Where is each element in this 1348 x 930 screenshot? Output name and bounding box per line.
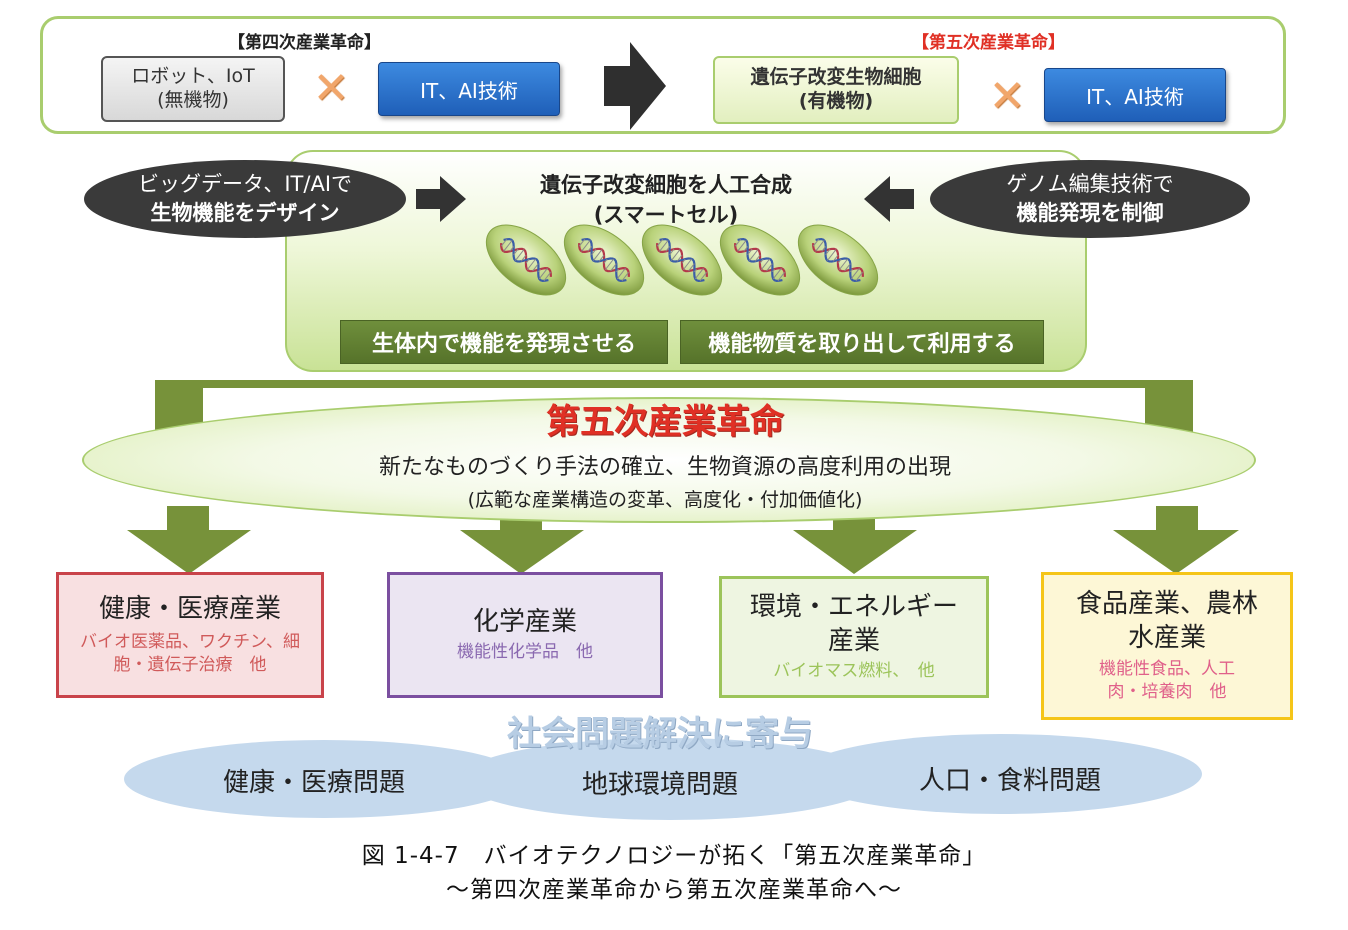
fourth-revolution-title: 【第四次産業革命】	[228, 33, 381, 53]
industry-food: 食品産業、農林水産業 機能性食品、人工肉・培養肉 他	[1041, 572, 1293, 720]
smart-cell-icon	[719, 224, 801, 296]
smart-cell-icon	[641, 224, 723, 296]
inorganic-box-line1: ロボット、IoT	[131, 65, 255, 88]
multiply-icon-2: ✕	[988, 70, 1026, 122]
industry-sub: バイオマス燃料、 他	[773, 661, 935, 682]
design-oval: ビッグデータ、IT/AIで 生物機能をデザイン	[84, 160, 406, 238]
genome-oval: ゲノム編集技術で 機能発現を制御	[930, 160, 1250, 238]
fifth-revolution-title: 【第五次産業革命】	[912, 33, 1065, 53]
social-heading: 社会問題解決に寄与	[507, 713, 813, 754]
arrow-right-icon	[416, 176, 466, 222]
fourth-tech-label: IT、AI技術	[420, 78, 518, 103]
organic-box-line2: (有機物)	[798, 90, 874, 112]
fourth-tech-box: IT、AI技術	[378, 62, 560, 116]
band-in-vivo-label: 生体内で機能を発現させる	[371, 332, 636, 357]
organic-box: 遺伝子改変生物細胞 (有機物)	[713, 56, 959, 124]
social-item-health: 健康・医療問題	[222, 767, 405, 798]
figure-caption-line2: ～第四次産業革命から第五次産業革命へ～	[446, 877, 902, 903]
industry-sub: 機能性化学品 他	[457, 642, 593, 663]
smart-cell-icon	[797, 224, 879, 296]
genome-oval-line2: 機能発現を制御	[1016, 201, 1164, 225]
industry-sub: 機能性食品、人工肉・培養肉 他	[1099, 658, 1235, 702]
smart-cell-icon	[563, 224, 645, 296]
arrow-left-icon	[864, 176, 914, 222]
figure-caption-line1: 図 1-4-7 バイオテクノロジーが拓く「第五次産業革命」	[361, 843, 987, 869]
revolution-title: 第五次産業革命	[546, 402, 784, 443]
fifth-tech-box: IT、AI技術	[1044, 68, 1226, 122]
multiply-icon: ✕	[312, 62, 350, 114]
inorganic-box: ロボット、IoT (無機物)	[101, 56, 285, 122]
band-in-vivo: 生体内で機能を発現させる	[340, 320, 668, 364]
smart-cell-line2: (スマートセル)	[593, 203, 739, 227]
industry-title: 食品産業、農林水産業	[1075, 589, 1258, 654]
cells-illustration	[485, 224, 879, 296]
industry-title: 環境・エネルギー産業	[749, 591, 958, 656]
industry-sub: バイオ医薬品、ワクチン、細胞・遺伝子治療 他	[80, 631, 300, 675]
fifth-tech-label: IT、AI技術	[1086, 84, 1184, 109]
cloud-right	[800, 734, 1202, 814]
industry-title: 化学産業	[472, 606, 577, 637]
band-extract-label: 機能物質を取り出して利用する	[708, 332, 1016, 357]
design-oval-line2: 生物機能をデザイン	[150, 201, 340, 225]
social-item-population: 人口・食料問題	[918, 765, 1101, 796]
revolution-content: 第五次産業革命 新たなものづくり手法の確立、生物資源の高度利用の出現 (広範な産…	[160, 400, 1170, 514]
organic-box-line1: 遺伝子改変生物細胞	[750, 66, 922, 89]
industry-health: 健康・医療産業 バイオ医薬品、ワクチン、細胞・遺伝子治療 他	[56, 572, 324, 698]
design-oval-line1: ビッグデータ、IT/AIで	[137, 171, 353, 196]
inorganic-box-line2: (無機物)	[157, 89, 229, 111]
smart-cell-line1: 遺伝子改変細胞を人工合成	[540, 172, 792, 197]
industry-title: 健康・医療産業	[98, 594, 281, 625]
industry-environment: 環境・エネルギー産業 バイオマス燃料、 他	[719, 576, 989, 698]
smart-cell-heading: 遺伝子改変細胞を人工合成 (スマートセル)	[486, 168, 846, 232]
band-extract: 機能物質を取り出して利用する	[680, 320, 1044, 364]
cloud-left	[124, 740, 524, 818]
revolution-line1: 新たなものづくり手法の確立、生物資源の高度利用の出現	[378, 454, 951, 480]
social-item-environment: 地球環境問題	[581, 769, 738, 800]
transition-arrow-icon	[604, 42, 666, 130]
genome-oval-line1: ゲノム編集技術で	[1006, 171, 1174, 196]
smart-cell-icon	[485, 224, 567, 296]
industry-chemical: 化学産業 機能性化学品 他	[387, 572, 663, 698]
revolution-line2: (広範な産業構造の変革、高度化・付加価値化)	[467, 488, 863, 511]
revolution-ellipse	[82, 397, 1256, 523]
